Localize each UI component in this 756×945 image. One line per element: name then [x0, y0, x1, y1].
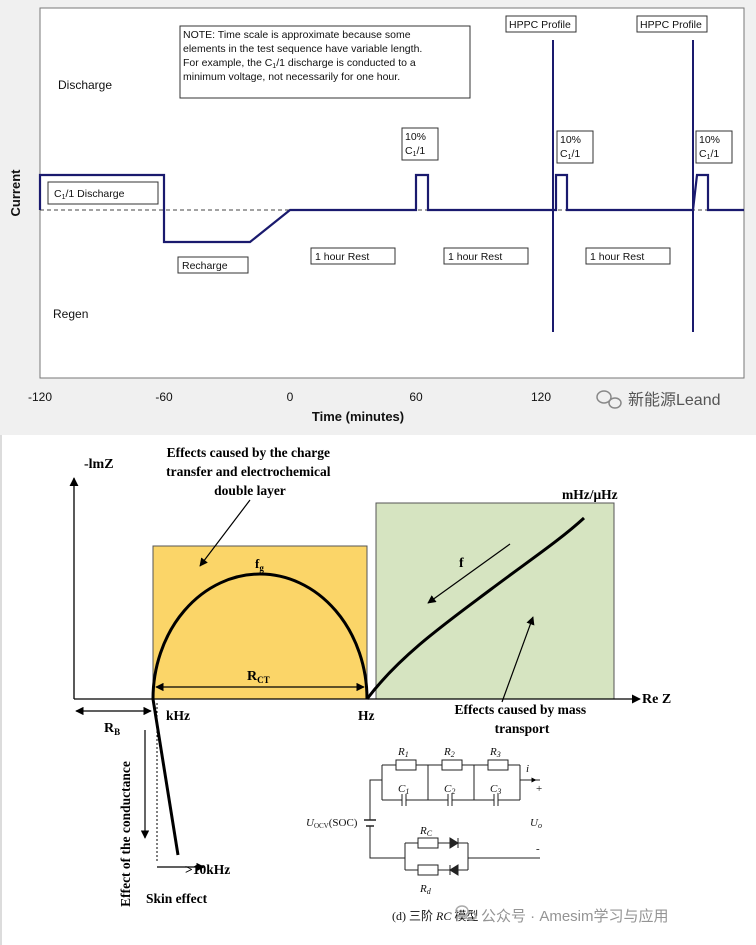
tenkhz-label: >10kHz — [185, 862, 230, 877]
r2-label: R2 — [443, 746, 455, 759]
eis-nyquist-diagram: -lmZ Re Z Effects caused by the charge t… — [0, 435, 756, 945]
top-watermark: 新能源Leand — [628, 391, 721, 409]
rct-label: RCT — [247, 669, 270, 685]
hppc-profile-chart: NOTE: Time scale is approximate because … — [0, 0, 756, 435]
uo-label: Uo — [530, 817, 542, 830]
wechat-logo-icon — [596, 390, 622, 409]
skin-effect-label: Skin effect — [146, 891, 208, 906]
hppc-profile-label-1: HPPC Profile — [509, 19, 571, 31]
recharge-label: Recharge — [182, 260, 228, 272]
discharge-label: Discharge — [58, 78, 112, 92]
charge-transfer-region — [152, 545, 368, 700]
mass-transport-note: Effects caused by mass transport — [455, 702, 590, 736]
x-tick--120: -120 — [28, 390, 52, 404]
circuit-bottom-left-rail — [369, 826, 390, 859]
note-text: NOTE: Time scale is approximate because … — [183, 29, 425, 83]
x-tick--60: -60 — [155, 390, 173, 404]
x-axis-label: Time (minutes) — [312, 409, 404, 424]
mass-transport-arrow — [501, 616, 535, 703]
recharge-box — [177, 256, 249, 274]
r3-label: R3 — [489, 746, 501, 759]
note-box — [179, 25, 471, 99]
rest-label-1: 1 hour Rest — [315, 251, 369, 263]
charge-transfer-semicircle — [151, 572, 369, 700]
minus-terminal: - — [536, 843, 540, 855]
x-tick-60: 60 — [409, 390, 423, 404]
c1-label: C1 — [398, 783, 409, 796]
x-tick-120: 120 — [531, 390, 551, 404]
rest-label-3: 1 hour Rest — [590, 251, 644, 263]
circuit-labels: R1 R2 R3 C1 C2 C3 UOCV(SOC) RC Rd i + - … — [306, 746, 542, 896]
c1-discharge-label: C1/1 Discharge — [54, 188, 125, 201]
hppc-profile-box-2 — [636, 15, 708, 33]
pulse-box-1 — [401, 127, 439, 161]
frequency-direction-arrow — [427, 543, 511, 604]
diffusion-tail — [365, 516, 586, 700]
khz-label: kHz — [166, 708, 190, 723]
current-label: i — [526, 763, 529, 775]
hz-label: Hz — [358, 708, 375, 723]
charge-diode-icon — [449, 837, 459, 849]
pulse-label-1: 10% C1/1 — [405, 131, 429, 158]
bottom-wechat-logo-icon — [455, 905, 477, 921]
c2-label: C2 — [444, 783, 455, 796]
rest-box-1 — [310, 247, 396, 265]
frequency-label: f — [459, 556, 464, 571]
rest-box-3 — [585, 247, 671, 265]
charge-transfer-note: Effects caused by the charge transfer an… — [166, 445, 334, 498]
c1-discharge-box — [47, 181, 159, 205]
bottom-watermark: 公众号 · Amesim学习与应用 — [481, 907, 669, 925]
rc-label: RC — [419, 825, 433, 838]
conductance-label: Effect of the conductance — [118, 761, 133, 907]
current-trace — [38, 173, 744, 244]
x-tick-0: 0 — [287, 390, 294, 404]
re-z-axis-label: Re Z — [642, 692, 671, 707]
c3-label: C3 — [490, 783, 501, 796]
regen-label: Regen — [53, 307, 88, 321]
hppc-profile-box-1 — [505, 15, 577, 33]
fg-label: fg — [255, 556, 264, 573]
mass-transport-region — [375, 502, 615, 700]
rb-label: RB — [104, 721, 120, 737]
eis-left-rule — [0, 435, 2, 945]
r1-label: R1 — [397, 746, 409, 759]
im-z-axis-label: -lmZ — [84, 457, 114, 472]
charge-transfer-arrow — [199, 499, 251, 567]
rc-equivalent-circuit — [364, 759, 540, 876]
pulse-label-2: 10% C1/1 — [560, 134, 584, 161]
plus-terminal: + — [536, 783, 542, 795]
rest-label-2: 1 hour Rest — [448, 251, 502, 263]
rest-box-2 — [443, 247, 529, 265]
hppc-profile-label-2: HPPC Profile — [640, 19, 702, 31]
circuit-left-rail — [369, 779, 382, 820]
y-axis-label: Current — [8, 169, 23, 217]
mhz-label: mHz/μHz — [562, 487, 618, 502]
pulse-box-2 — [556, 130, 594, 164]
rd-label: Rd — [419, 883, 432, 896]
pulse-box-3 — [695, 130, 733, 164]
uocv-label: UOCV(SOC) — [306, 817, 358, 830]
pulse-label-3: 10% C1/1 — [699, 134, 723, 161]
